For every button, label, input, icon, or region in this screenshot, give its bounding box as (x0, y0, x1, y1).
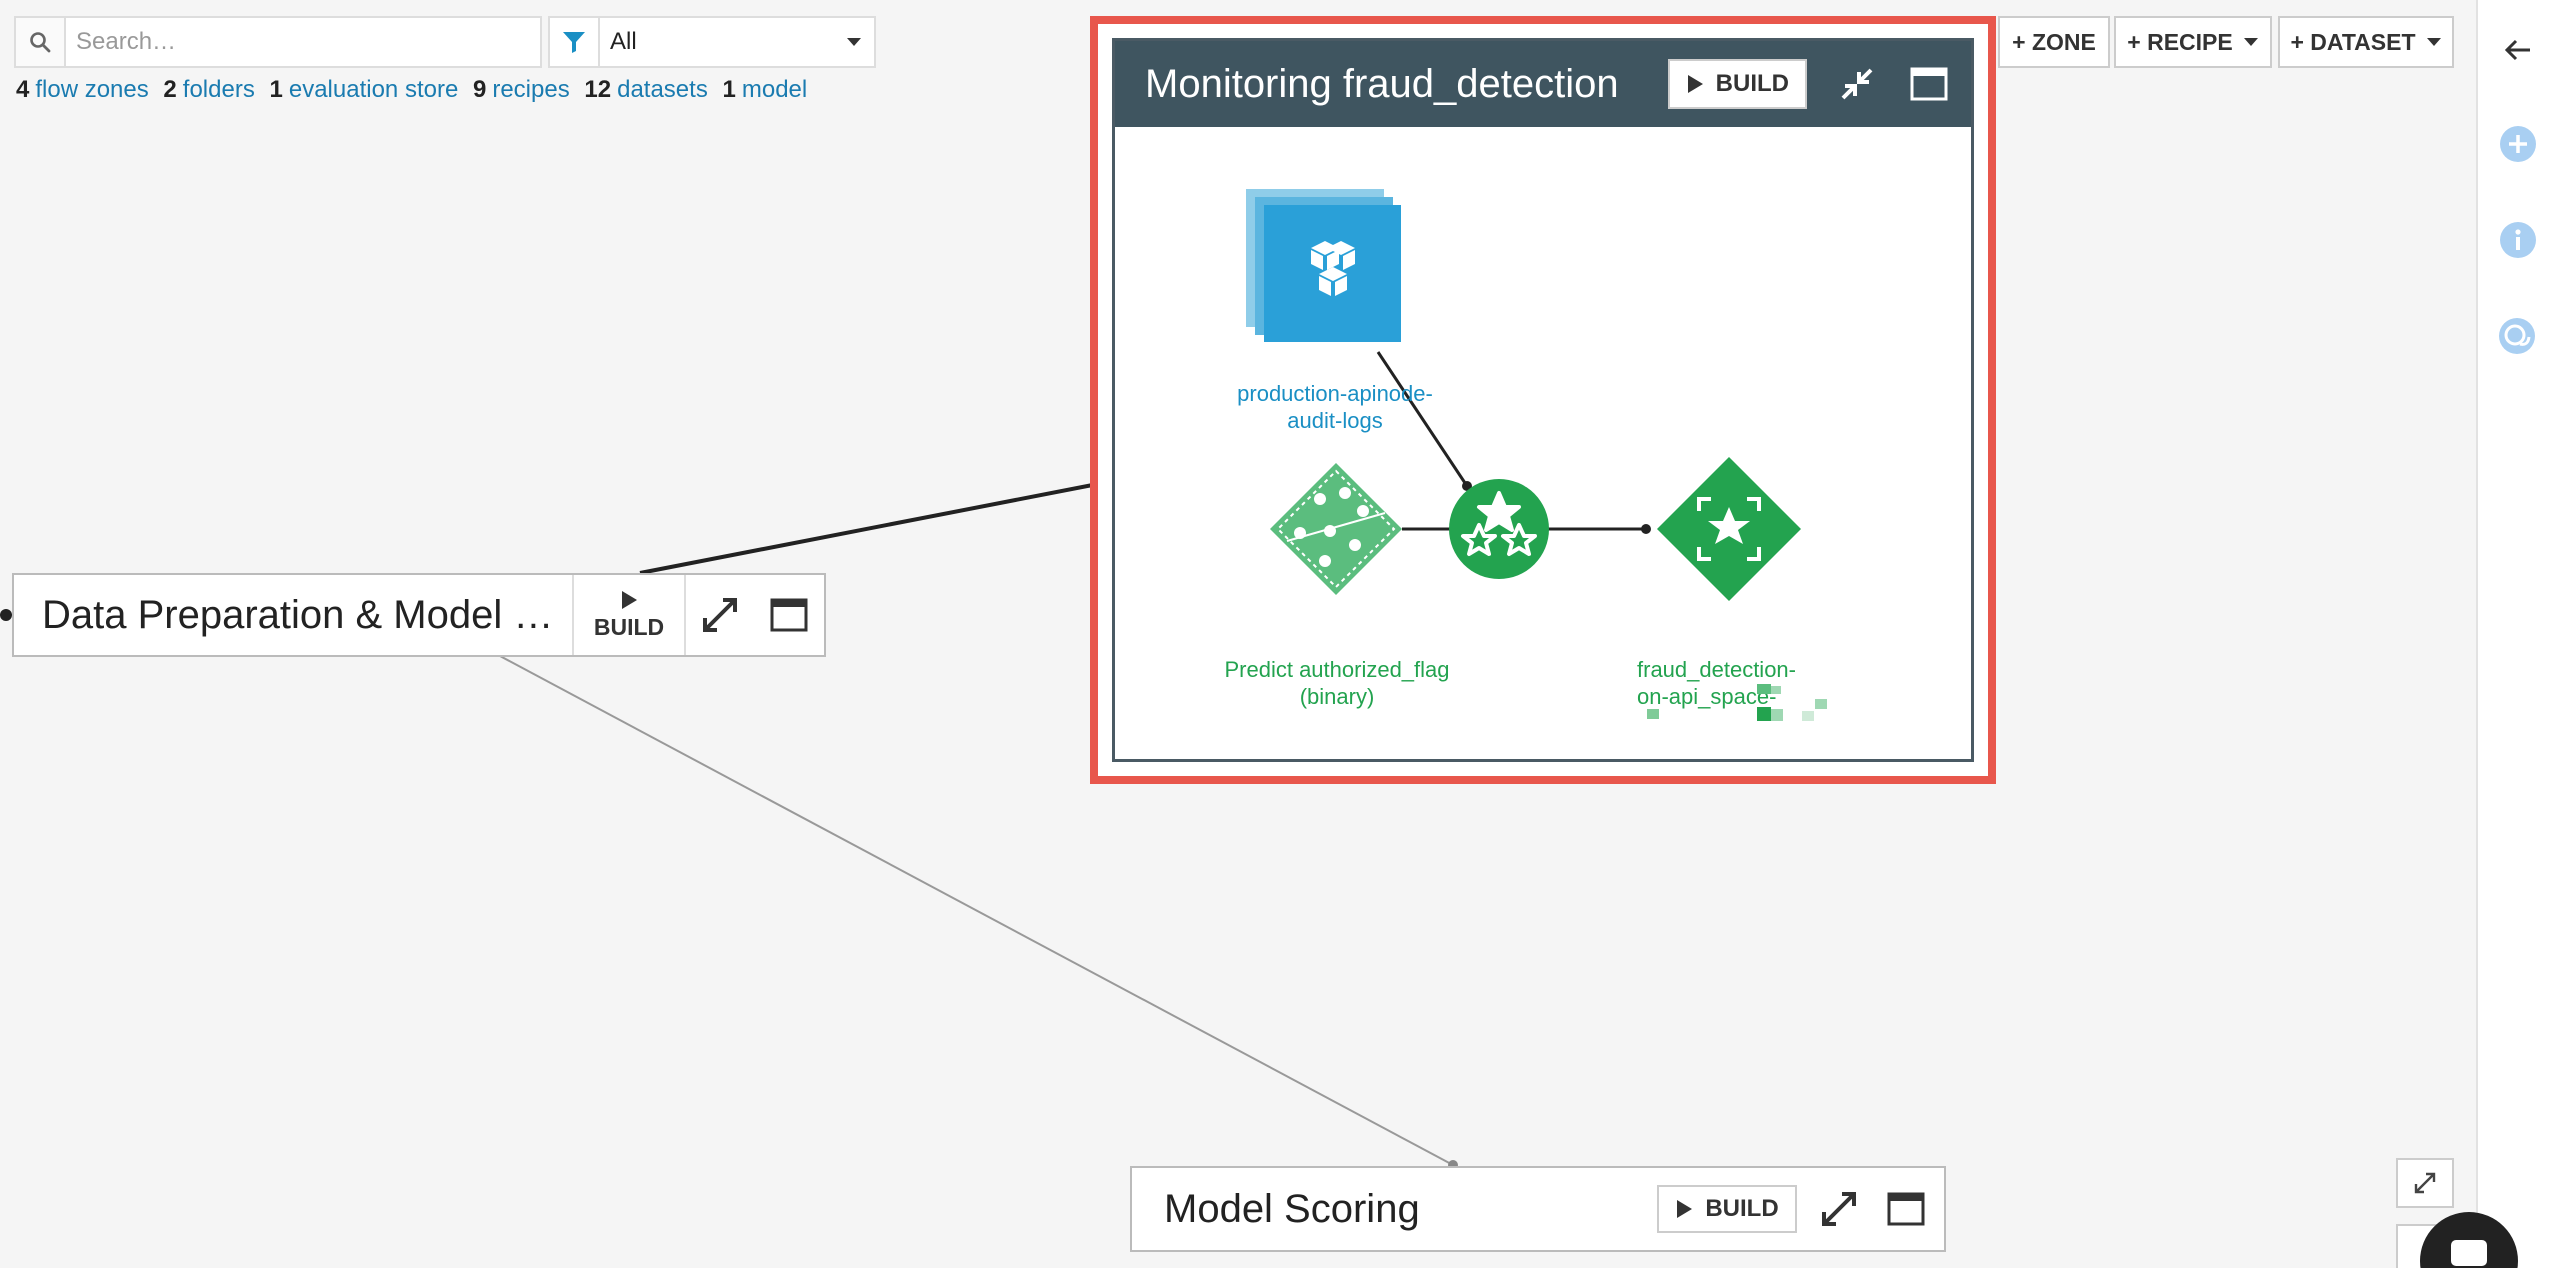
count-link-datasets[interactable]: datasets (617, 76, 708, 103)
build-label: BUILD (1705, 1195, 1779, 1222)
count-value: 2 (163, 76, 177, 103)
zone-body: Monitoring fraud_detection BUILD (1112, 38, 1974, 762)
count-value: 9 (472, 76, 487, 103)
count-link-folders[interactable]: folders (182, 76, 255, 103)
filter-select[interactable]: All (548, 16, 876, 68)
zone-data-preparation[interactable]: Data Preparation & Model … BUILD (12, 573, 826, 657)
info-icon[interactable] (2498, 220, 2538, 260)
count-value: 12 (584, 76, 612, 103)
chevron-down-icon (2426, 38, 2441, 46)
star-icon (1294, 487, 1369, 567)
add-recipe-button[interactable]: + RECIPE (2114, 16, 2272, 68)
play-icon (1687, 75, 1703, 93)
dataset-label[interactable]: production-apinode-audit-logs (1237, 381, 1433, 433)
dataset-node-audit-logs[interactable] (1246, 189, 1401, 342)
chevron-down-icon (834, 36, 874, 48)
zone-monitoring-fraud-detection[interactable]: Monitoring fraud_detection BUILD (1090, 16, 1996, 784)
zone-title: Model Scoring (1132, 1168, 1664, 1250)
build-button[interactable]: BUILD (572, 575, 686, 655)
back-arrow-icon[interactable] (2498, 30, 2538, 70)
play-icon (622, 590, 637, 609)
evaluation-store-node[interactable] (1657, 457, 1801, 601)
open-zone-icon[interactable] (754, 575, 824, 655)
count-link-model[interactable]: model (741, 76, 808, 103)
add-zone-button[interactable]: + ZONE (1998, 16, 2110, 68)
zone-header: Monitoring fraud_detection BUILD (1115, 41, 1971, 127)
flow-search[interactable] (14, 16, 542, 68)
zone-flow (1246, 189, 1801, 601)
expand-icon[interactable] (1804, 1168, 1874, 1250)
count-link-recipes[interactable]: recipes (492, 76, 570, 103)
build-button-wrapper: BUILD (1657, 1168, 1804, 1250)
filter-value: All (610, 28, 637, 55)
count-value: 1 (269, 76, 283, 103)
count-value: 1 (722, 76, 736, 103)
collapse-icon[interactable] (1821, 54, 1893, 114)
edge-port-dot (0, 609, 12, 621)
edge-dataprep-to-monitoring (639, 480, 1109, 575)
zone-title: Monitoring fraud_detection (1145, 61, 1619, 106)
loading-indicator (1647, 684, 1827, 721)
right-panel-rail (2476, 0, 2556, 1268)
edge-dataprep-to-scoring (499, 655, 1454, 1166)
stars-icon (1461, 491, 1537, 556)
count-value: 4 (16, 76, 30, 103)
add-recipe-label: + RECIPE (2127, 28, 2233, 55)
search-icon (16, 18, 66, 66)
add-dataset-label: + DATASET (2290, 28, 2416, 55)
target-star-icon (1697, 497, 1761, 561)
zone-title-text: Data Preparation & Model … (42, 592, 554, 637)
saved-model-node[interactable] (1270, 463, 1402, 595)
add-icon[interactable] (2498, 124, 2538, 164)
zone-title: Data Preparation & Model … (14, 575, 572, 655)
add-dataset-button[interactable]: + DATASET (2278, 16, 2454, 68)
add-zone-label: + ZONE (2012, 28, 2096, 55)
cubes-icon (1311, 241, 1355, 296)
build-label: BUILD (593, 613, 665, 640)
fit-to-screen-button[interactable] (2396, 1158, 2454, 1208)
evaluate-recipe-node[interactable] (1449, 479, 1549, 579)
build-button[interactable]: BUILD (1667, 59, 1807, 109)
evaluation-store-label[interactable]: fraud_detection-on-api_space- (1637, 657, 1796, 709)
build-button[interactable]: BUILD (1657, 1185, 1797, 1233)
fit-icon (2414, 1172, 2436, 1194)
open-zone-icon[interactable] (1893, 54, 1965, 114)
play-icon (1677, 1200, 1693, 1218)
open-zone-icon[interactable] (1874, 1168, 1944, 1250)
count-link-evaluation-store[interactable]: evaluation store (288, 76, 459, 103)
model-label[interactable]: Predict authorized_flag (binary) (1224, 657, 1450, 709)
build-label: BUILD (1715, 70, 1789, 97)
chevron-down-icon (2243, 38, 2258, 46)
count-link-flow-zones[interactable]: flow zones (35, 76, 149, 103)
zone-title-text: Model Scoring (1164, 1186, 1420, 1231)
zone-model-scoring[interactable]: Model Scoring BUILD (1130, 1166, 1946, 1252)
search-input[interactable] (66, 18, 540, 66)
chat-icon (2451, 1240, 2487, 1266)
discussions-icon[interactable] (2498, 316, 2538, 356)
filter-icon (550, 18, 600, 66)
expand-icon[interactable] (686, 575, 754, 655)
